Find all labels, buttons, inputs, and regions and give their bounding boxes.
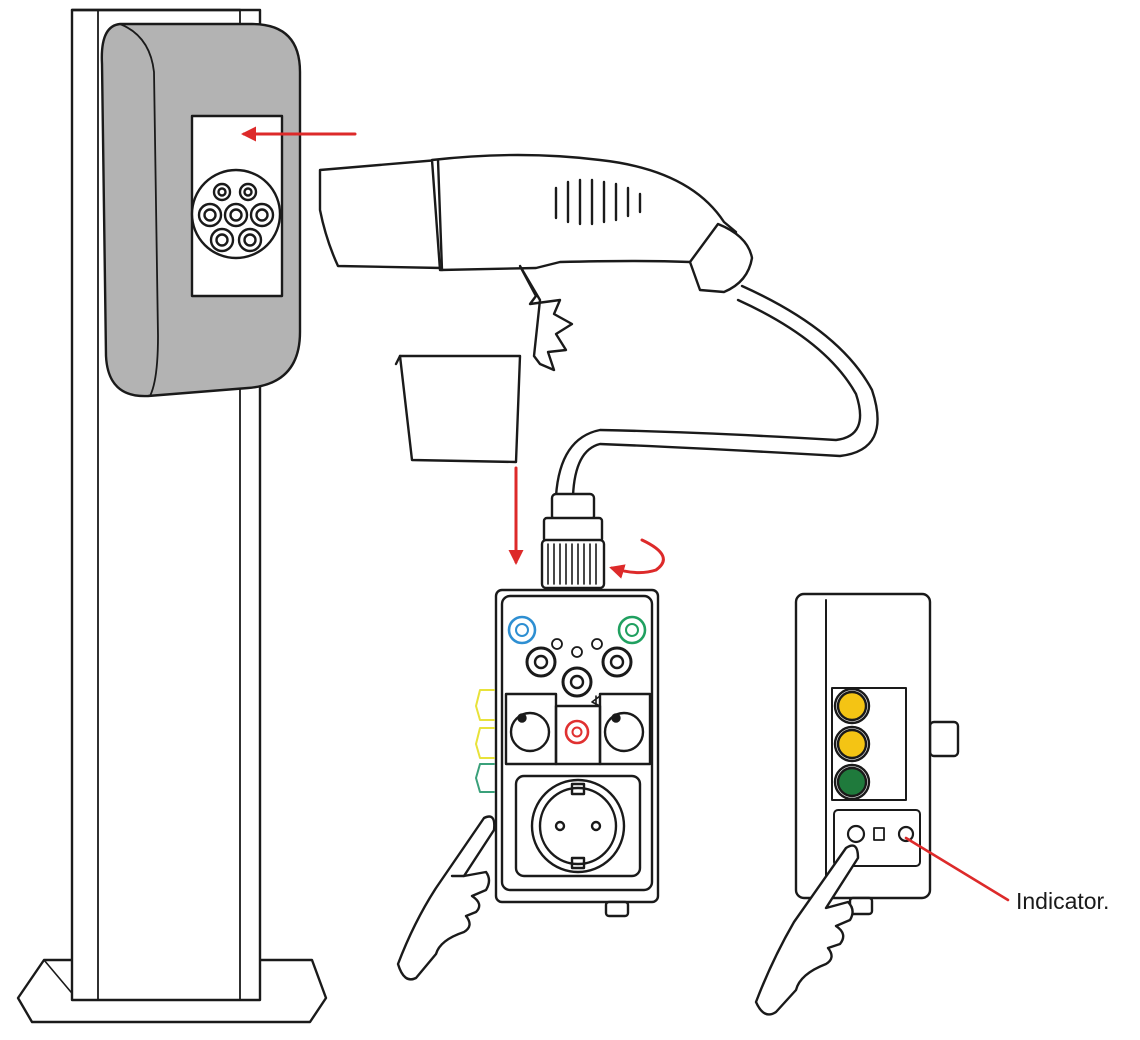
- charging-plug-icon: [318, 153, 754, 464]
- side-view-box-icon: [794, 592, 960, 916]
- indicator-label: Indicator.: [1016, 888, 1110, 914]
- socket-green: [617, 615, 647, 645]
- socket-black-left: [525, 646, 557, 678]
- test-button[interactable]: [846, 824, 866, 844]
- socket-blue: [507, 615, 537, 645]
- selector-knob-left[interactable]: [509, 711, 551, 753]
- socket-black-center: [561, 666, 593, 698]
- indicator-light: [897, 825, 915, 843]
- charging-post-icon: [16, 8, 328, 1024]
- pointing-hand-icon: [396, 815, 496, 981]
- side-tabs: [475, 689, 495, 793]
- top-socket-group: [507, 615, 647, 698]
- cable: [554, 284, 879, 498]
- cable-connector-icon: [540, 492, 606, 590]
- indicator-callout-line: [904, 836, 1010, 902]
- fan-icon: [591, 695, 601, 707]
- indicator-lamps: [833, 687, 871, 801]
- schuko-outlet-icon: [514, 774, 642, 878]
- selector-knob-right[interactable]: [603, 711, 645, 753]
- socket-red: [564, 719, 590, 745]
- type2-socket-icon: [190, 168, 282, 260]
- pointing-hand-side-icon: [754, 844, 860, 1016]
- adapter-box-front: [475, 588, 660, 918]
- socket-black-right: [601, 646, 633, 678]
- rotate-arrow: [609, 538, 665, 579]
